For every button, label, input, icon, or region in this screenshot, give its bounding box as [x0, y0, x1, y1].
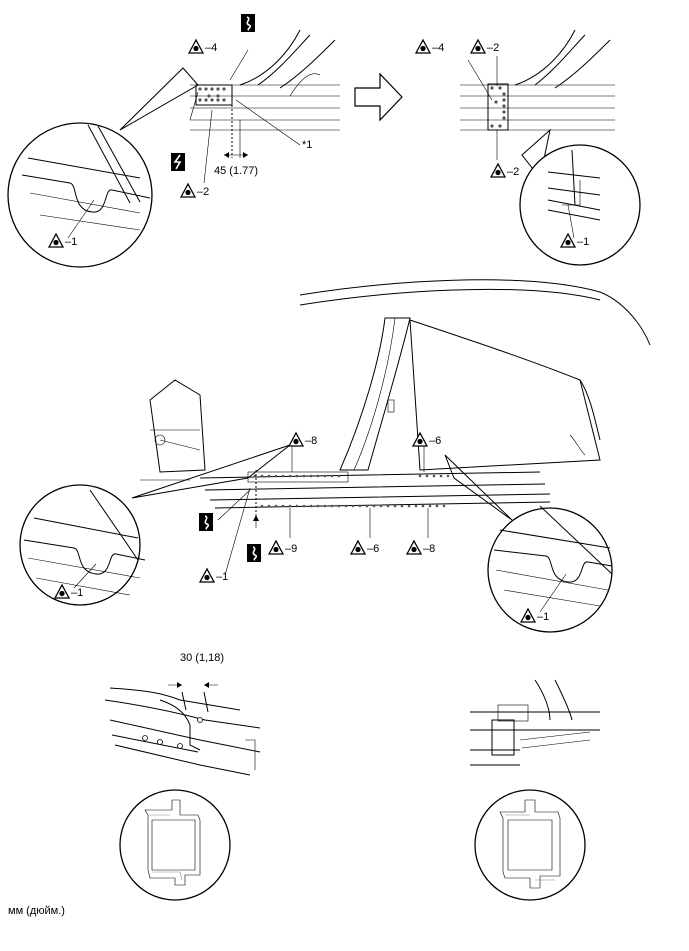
top-right-detail	[460, 29, 641, 266]
arrow-right-icon	[354, 72, 403, 122]
cut-icon	[198, 512, 214, 532]
callout-label: *1	[302, 139, 312, 151]
label-ref2b: –2	[507, 166, 519, 178]
spot-weld-icon	[199, 568, 215, 583]
label-ref1-main: –1	[216, 571, 228, 583]
label-ref9: –9	[285, 543, 297, 555]
label-ref4: –4	[205, 42, 217, 54]
label-ref4: –4	[432, 42, 444, 54]
spot-weld-icon	[180, 183, 196, 198]
spot-weld-icon	[188, 39, 204, 54]
spot-weld-icon	[406, 540, 422, 555]
bottom-left-detail	[104, 682, 261, 901]
label-ref6a: –6	[429, 435, 441, 447]
label-ref8a: –8	[305, 435, 317, 447]
label-ref1-left: –1	[71, 587, 83, 599]
label-ref1: –1	[577, 236, 589, 248]
cut-icon	[246, 543, 262, 563]
weld-icon	[170, 152, 186, 172]
spot-weld-icon	[288, 432, 304, 447]
label-ref2a: –2	[487, 42, 499, 54]
dimension-label: 30 (1,18)	[180, 652, 224, 664]
top-left-detail	[7, 29, 340, 268]
cut-icon	[240, 13, 256, 33]
bottom-right-detail	[470, 679, 600, 901]
spot-weld-icon	[490, 163, 506, 178]
dimension-label: 45 (1.77)	[214, 165, 258, 177]
spot-weld-icon	[350, 540, 366, 555]
spot-weld-icon	[415, 39, 431, 54]
label-ref1-right: –1	[537, 611, 549, 623]
side-body-view	[19, 279, 651, 633]
spot-weld-icon	[268, 540, 284, 555]
label-ref6b: –6	[367, 543, 379, 555]
label-ref2: –2	[197, 186, 209, 198]
spot-weld-icon	[470, 39, 486, 54]
units-label: мм (дюйм.)	[8, 905, 65, 917]
label-ref1: –1	[65, 236, 77, 248]
spot-weld-icon	[412, 432, 428, 447]
label-ref8b: –8	[423, 543, 435, 555]
